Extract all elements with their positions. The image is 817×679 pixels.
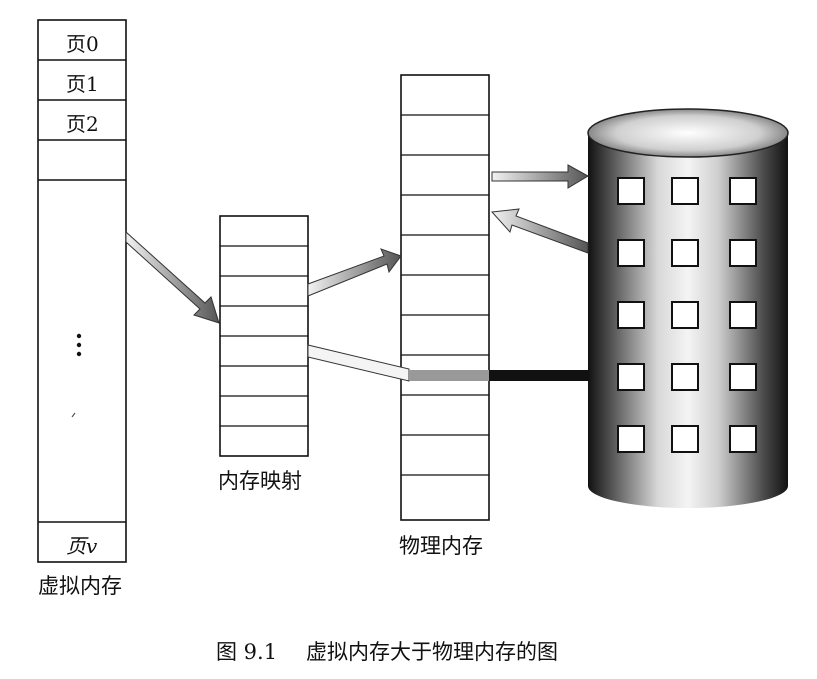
disk-drum-icon [587,108,789,508]
arrow-physical-to-disk [491,164,590,189]
ellipsis-icon [76,333,82,357]
arrow-map-to-physical [307,248,402,297]
figure-number: 图 9.1 [216,640,278,664]
memory-map-column [219,215,309,457]
memory-map-label: 内存映射 [218,469,302,493]
physical-memory-column [400,74,490,521]
figure-caption: 虚拟内存大于物理内存的图 [306,640,558,664]
page-label-v: 页v [66,534,98,558]
arrow-virtual-to-map [125,230,220,324]
virtual-memory-label: 虚拟内存 [38,574,122,598]
physical-memory-label: 物理内存 [399,534,483,558]
line-map-to-disk [307,344,588,382]
page-label-1: 页1 [66,72,99,96]
arrow-disk-to-physical [490,208,589,254]
page-label-2: 页2 [66,112,99,136]
virtual-memory-column [37,19,127,563]
page-label-0: 页0 [66,32,99,56]
